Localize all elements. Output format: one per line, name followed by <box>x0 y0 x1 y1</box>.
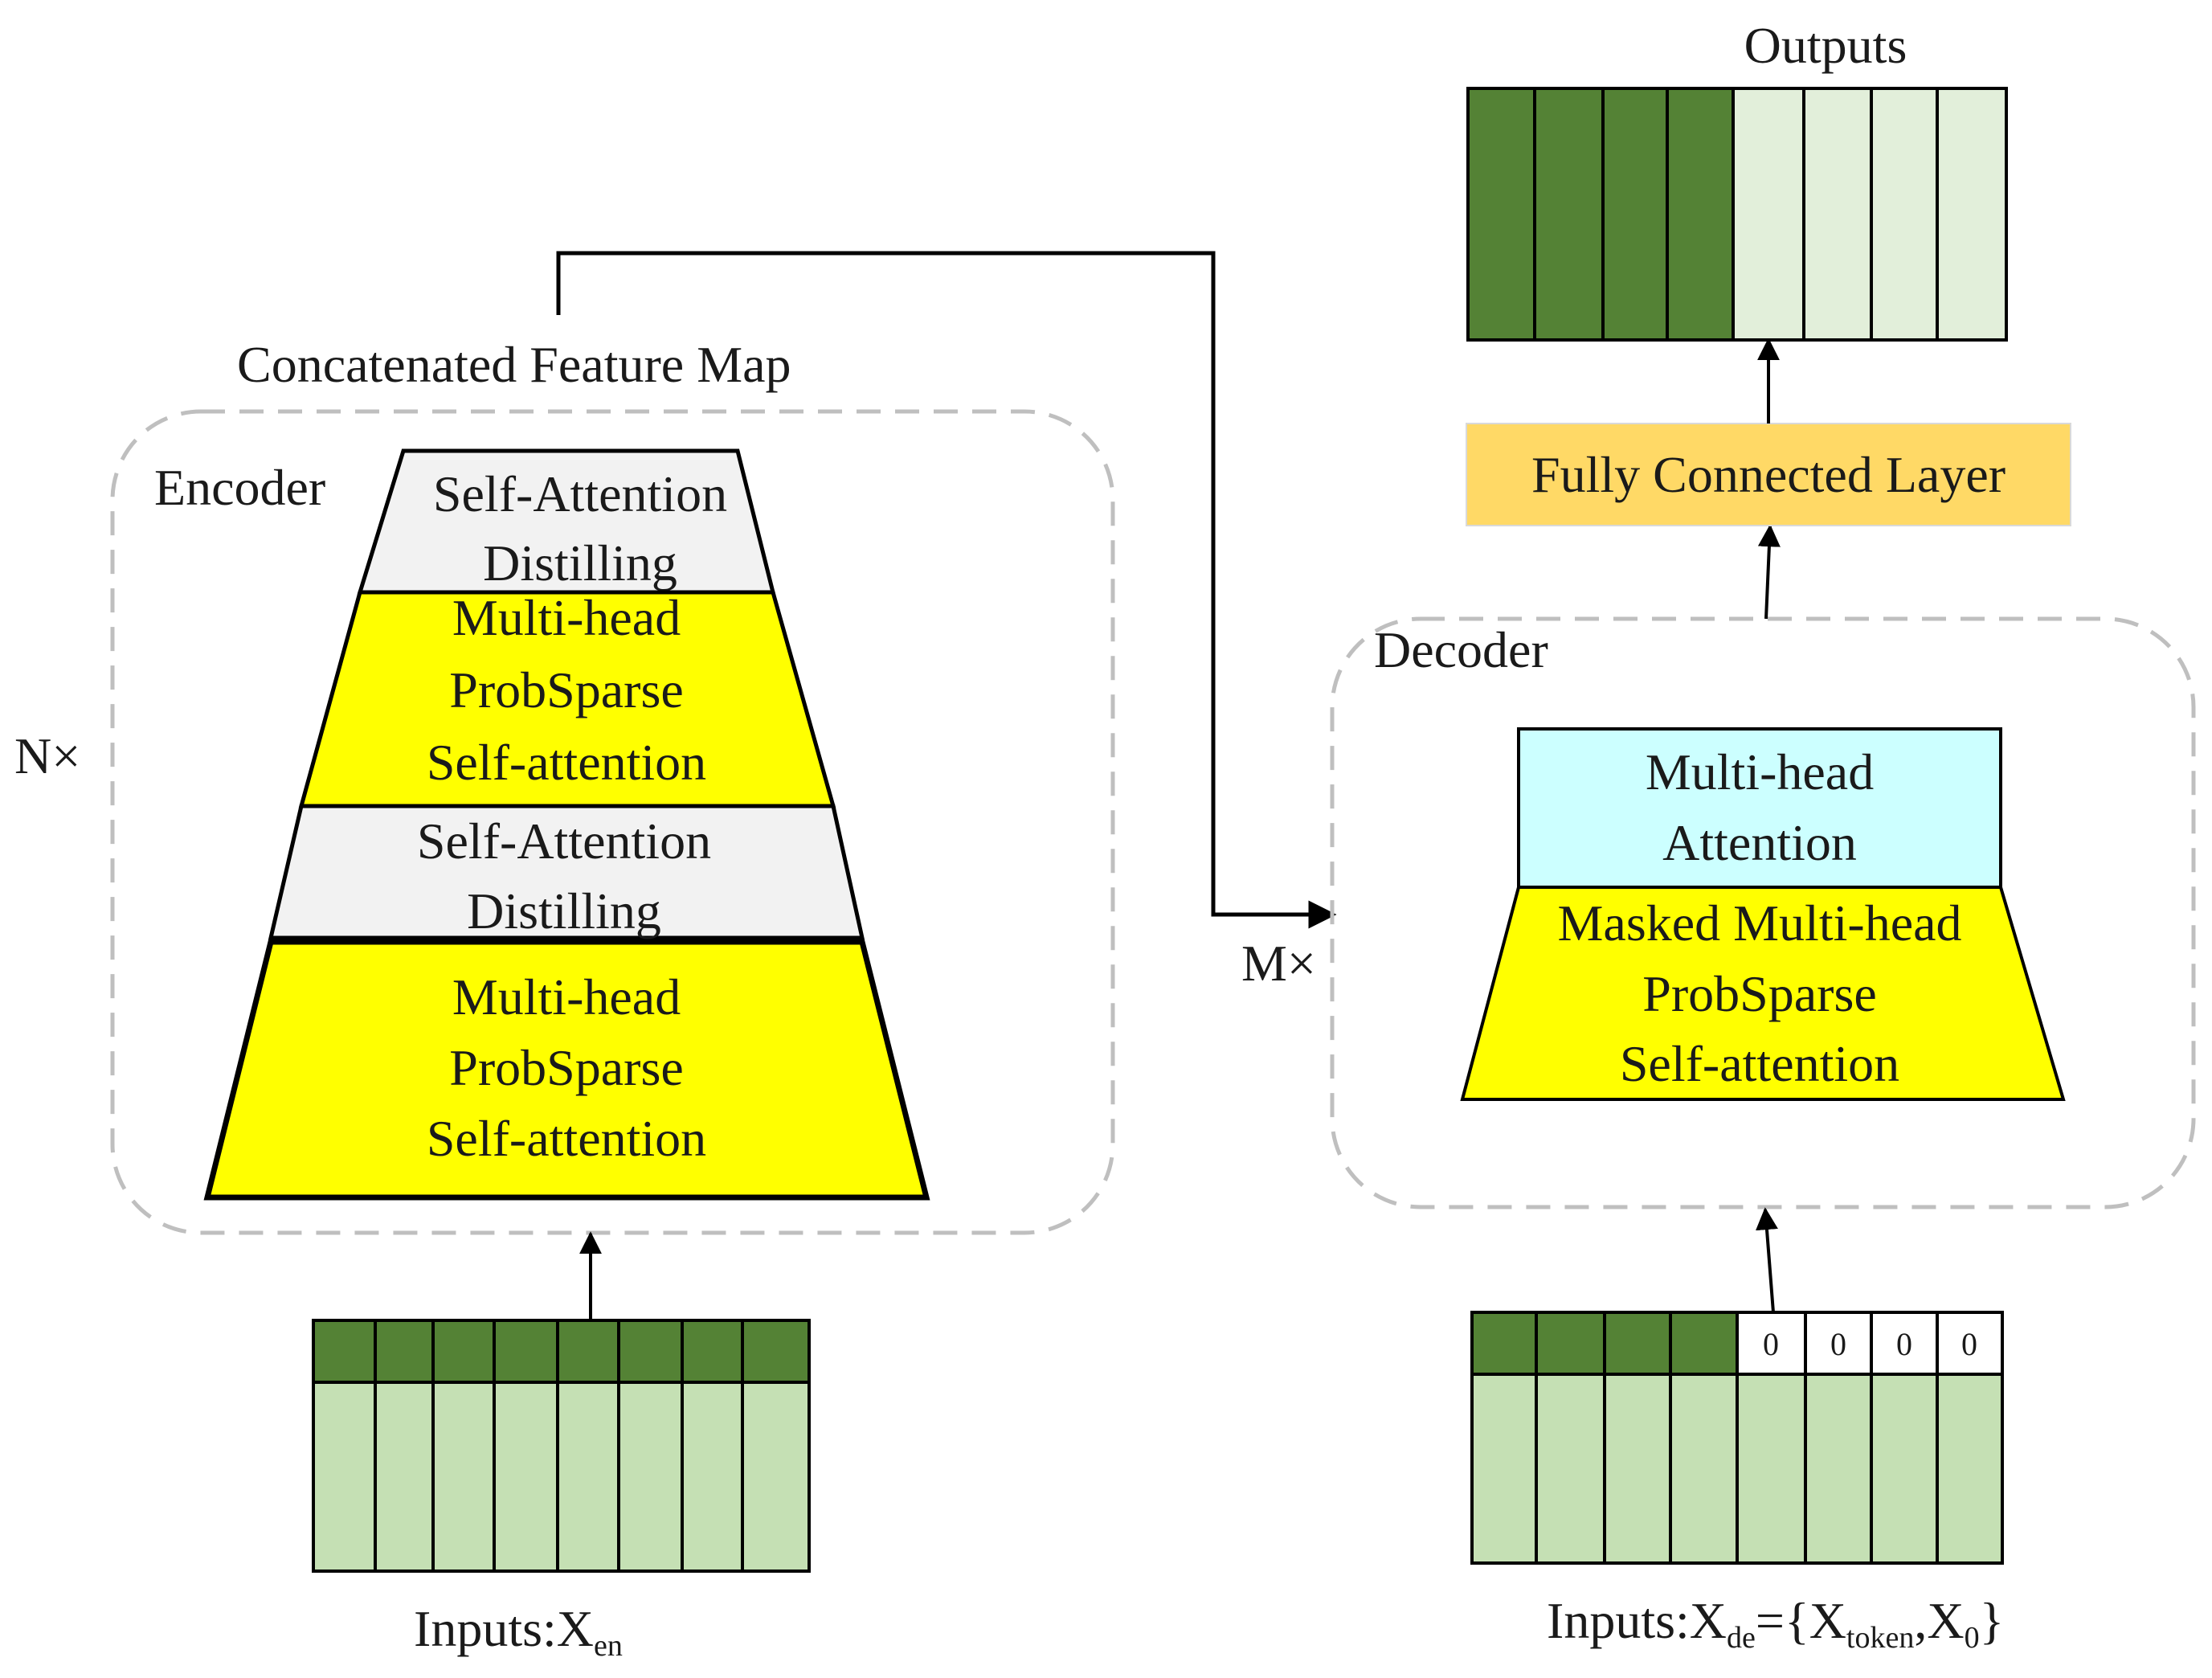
encoder-top-distilling-line2: Distilling <box>483 534 677 591</box>
encoder-probsparse-1-line3: Self-attention <box>427 734 706 791</box>
decoder-masked-probsparse-block <box>1460 886 2066 1101</box>
encoder-container <box>110 409 1115 1235</box>
encoder-mid-distilling-block <box>268 804 865 940</box>
decoder-input-label: Inputs:Xde={Xtoken,X0} <box>1547 1592 2004 1655</box>
encoder-probsparse-2-line2: ProbSparse <box>449 1039 684 1096</box>
encoder-probsparse-1-line1: Multi-head <box>452 589 681 646</box>
decoder-to-fc-arrow <box>1757 524 1781 620</box>
outputs-grid <box>1466 87 2008 342</box>
encoder-input-label: Inputs:Xen <box>414 1600 623 1663</box>
decoder-label: Decoder <box>1374 621 1548 678</box>
decoder-masked-line2: ProbSparse <box>1642 965 1877 1022</box>
decoder-zero-cell-3: 0 <box>1896 1326 1912 1362</box>
decoder-cross-attention-line2: Attention <box>1662 814 1857 871</box>
encoder-input-value-row <box>312 1381 811 1573</box>
encoder-input-grid <box>312 1319 811 1573</box>
decoder-zero-cell-4: 0 <box>1961 1326 1977 1362</box>
decoder-input-grid <box>1470 1311 2004 1565</box>
decoder-cross-attention-block <box>1517 727 2002 889</box>
encoder-probsparse-1-line2: ProbSparse <box>449 661 684 718</box>
decoder-zero-cell-1: 0 <box>1763 1326 1779 1362</box>
decoder-container <box>1330 616 2196 1209</box>
m-times-label: M× <box>1241 935 1316 992</box>
decoder-masked-line3: Self-attention <box>1620 1035 1899 1092</box>
encoder-mid-distilling-line2: Distilling <box>467 882 661 939</box>
decoder-cross-attention-line1: Multi-head <box>1646 743 1874 800</box>
outputs-known-cells <box>1466 87 1735 342</box>
outputs-label: Outputs <box>1744 17 1907 74</box>
decoder-zero-cell-2: 0 <box>1830 1326 1846 1362</box>
fully-connected-layer-block <box>1466 423 2071 526</box>
decoder-masked-line1: Masked Multi-head <box>1558 894 1962 952</box>
encoder-input-token-row <box>312 1319 811 1384</box>
encoder-probsparse-block-2 <box>203 939 930 1201</box>
encoder-probsparse-2-line1: Multi-head <box>452 968 681 1025</box>
encoder-mid-distilling-line1: Self-Attention <box>417 812 711 870</box>
n-times-label: N× <box>14 727 80 784</box>
encoder-to-decoder-connector <box>556 251 1337 929</box>
encoder-top-distilling-line1: Self-Attention <box>433 465 727 522</box>
fully-connected-layer-label: Fully Connected Layer <box>1531 446 2006 503</box>
encoder-probsparse-2-line3: Self-attention <box>427 1110 706 1167</box>
decoder-input-arrow <box>1756 1207 1778 1313</box>
concat-feature-map-label: Concatenated Feature Map <box>237 336 791 393</box>
encoder-label: Encoder <box>154 459 325 516</box>
